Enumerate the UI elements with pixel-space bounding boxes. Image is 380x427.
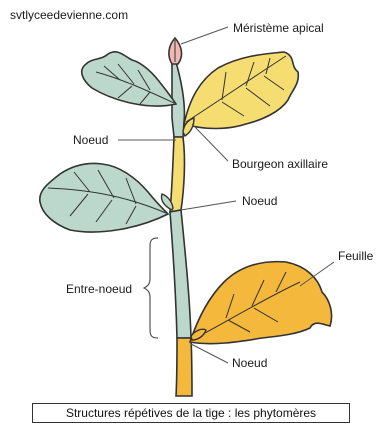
figure-caption: Structures répétives de la tige : les ph… [32, 403, 350, 423]
leader-apical-meristem [181, 27, 228, 44]
label-internode: Entre-noeud [66, 282, 132, 296]
stem-upper-yellow [170, 137, 184, 212]
source-credit: svtlyceedevienne.com [10, 8, 128, 22]
leader-node-3 [191, 344, 228, 363]
label-axillary-bud: Bourgeon axillaire [232, 157, 328, 171]
leaf-middle-left [40, 163, 168, 232]
label-apical-meristem: Méristème apical [233, 21, 324, 35]
leaf-upper-right [184, 52, 298, 129]
stem-lower-orange [176, 338, 192, 396]
leader-node-2 [181, 201, 236, 210]
label-node-2: Noeud [242, 194, 277, 208]
leader-axillary-bud [192, 124, 228, 161]
label-node-1: Noeud [73, 133, 108, 147]
stem-internode-green [170, 210, 191, 338]
label-leaf: Feuille [338, 249, 373, 263]
internode-bracket [144, 238, 158, 338]
label-node-3: Noeud [232, 356, 267, 370]
